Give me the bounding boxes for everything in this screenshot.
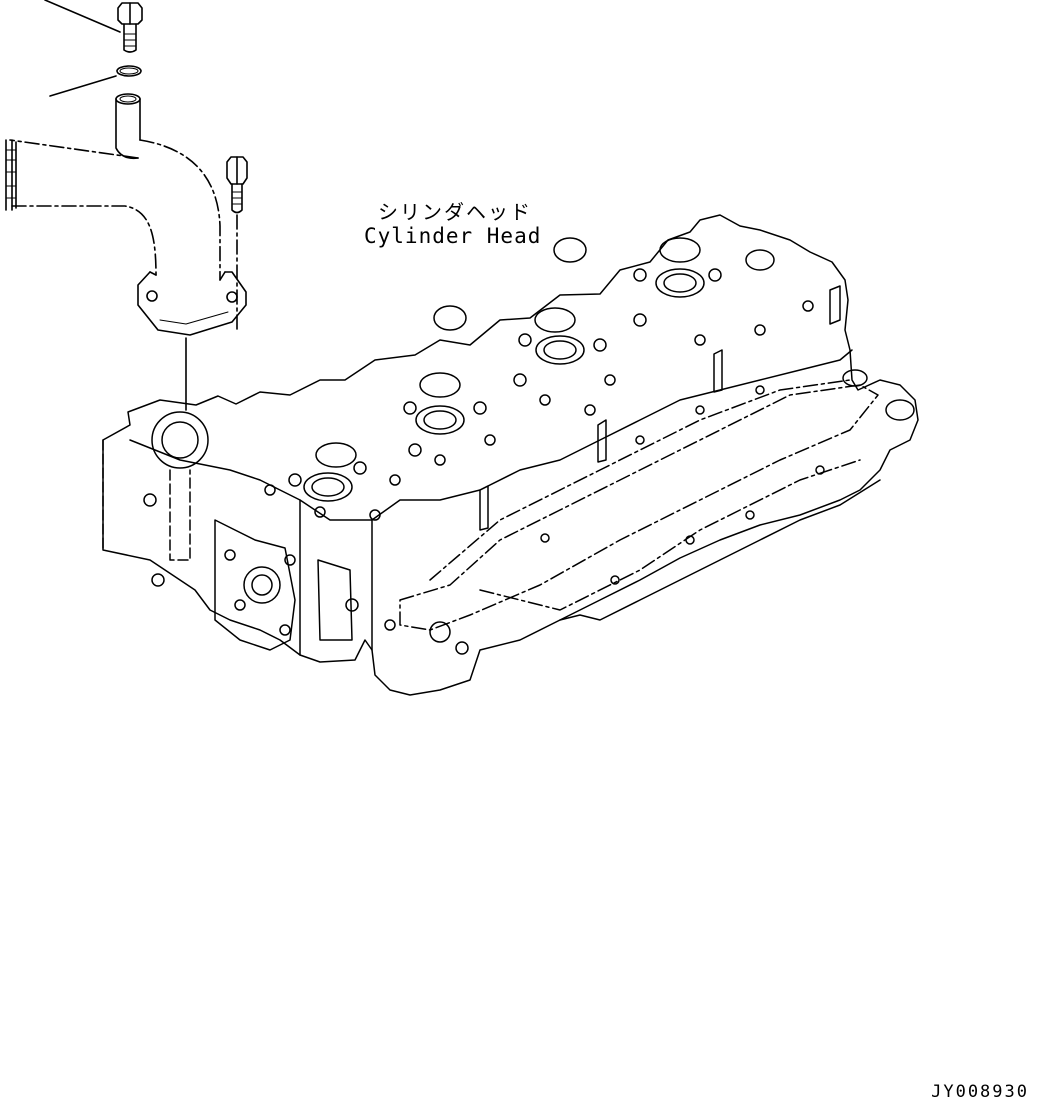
bolt-top [118,3,142,52]
leader-line-o-ring [50,76,116,96]
leader-line-bolt [45,0,120,32]
leader-lines [45,0,120,96]
drawing-id-label: JY008930 [931,1082,1029,1102]
part-label-japanese: シリンダヘッド [378,200,532,224]
water-pipe-elbow [6,94,246,335]
o-ring [117,66,141,76]
cylinder-head [103,215,918,695]
part-label-english: Cylinder Head [364,224,542,248]
bolt-side [227,157,247,330]
